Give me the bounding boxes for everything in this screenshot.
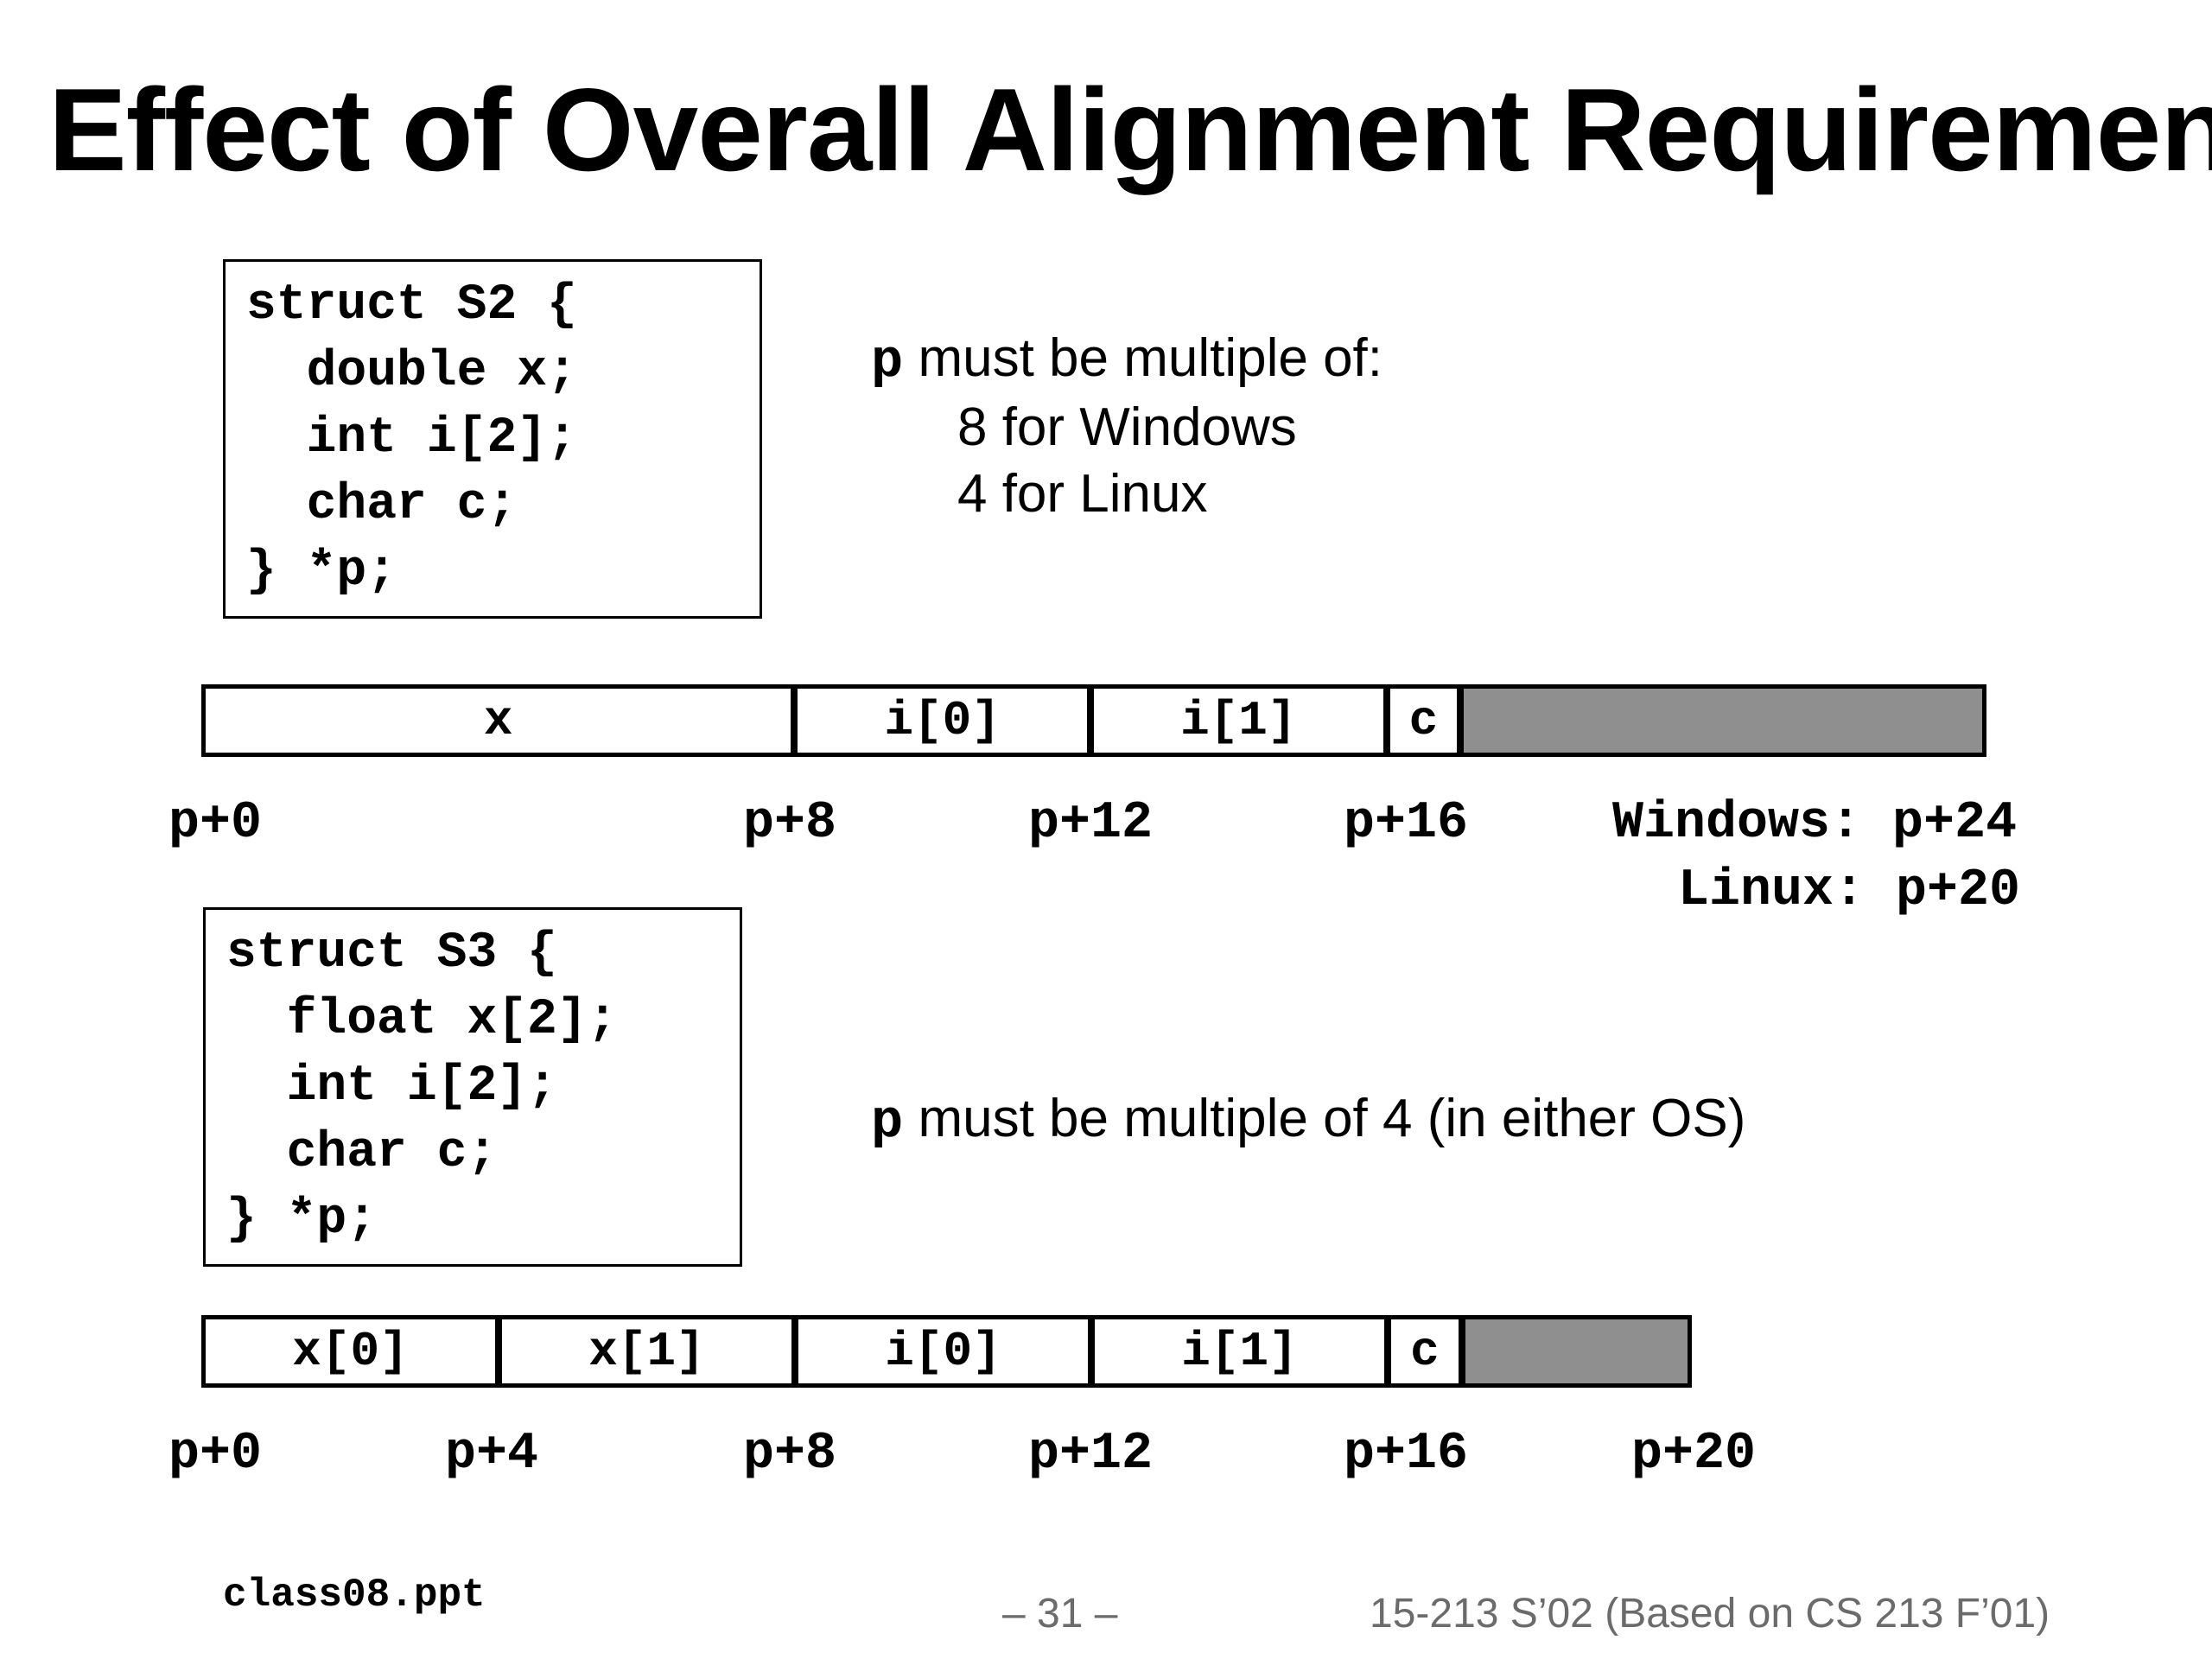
s2-offset-16: p+16 bbox=[1344, 794, 1469, 853]
s2-end-linux: Linux: p+20 bbox=[1678, 861, 2021, 920]
s3-offset-4: p+4 bbox=[445, 1425, 539, 1484]
s2-code-line: double x; bbox=[246, 344, 577, 400]
s2-code-line: int i[2]; bbox=[246, 410, 577, 467]
s2-field-cell: i[1] bbox=[1093, 689, 1390, 753]
s2-offset-8: p+8 bbox=[743, 794, 837, 853]
s3-field-cell: i[1] bbox=[1095, 1319, 1391, 1383]
s2-note: p must be multiple of: bbox=[871, 324, 1382, 397]
s2-note-linux: 4 for Linux bbox=[957, 464, 1208, 524]
s2-offset-12: p+12 bbox=[1028, 794, 1154, 853]
slide-title: Effect of Overall Alignment Requirement bbox=[48, 64, 2212, 195]
s2-code-line: char c; bbox=[246, 477, 518, 533]
s3-note-var: p bbox=[871, 1091, 904, 1153]
s2-note-var: p bbox=[871, 331, 904, 392]
s3-code-line: } *p; bbox=[226, 1192, 378, 1248]
s2-note-text: must be multiple of: bbox=[903, 328, 1383, 388]
s3-code-line: float x[2]; bbox=[226, 992, 618, 1048]
s3-memory-layout: x[0]x[1]i[0]i[1]c bbox=[201, 1315, 1692, 1388]
s3-offset-20: p+20 bbox=[1631, 1425, 1757, 1484]
s2-field-cell: c bbox=[1389, 689, 1465, 753]
s2-code-line: struct S2 { bbox=[246, 277, 577, 334]
s3-code-line: struct S3 { bbox=[226, 925, 557, 982]
s2-field-cell: i[0] bbox=[798, 689, 1094, 753]
s3-offset-16: p+16 bbox=[1344, 1425, 1469, 1484]
footer-filename: class08.ppt bbox=[223, 1573, 486, 1618]
s3-field-cell: c bbox=[1391, 1319, 1465, 1383]
s3-offset-8: p+8 bbox=[743, 1425, 837, 1484]
s3-offset-12: p+12 bbox=[1028, 1425, 1154, 1484]
s3-code-line: char c; bbox=[226, 1125, 498, 1181]
s3-code-box: struct S3 { float x[2]; int i[2]; char c… bbox=[203, 907, 742, 1267]
s3-field-cell: i[0] bbox=[798, 1319, 1095, 1383]
footer-course: 15-213 S’02 (Based on CS 213 F’01) bbox=[1370, 1591, 2050, 1637]
s3-code-line: int i[2]; bbox=[226, 1058, 557, 1115]
s3-note: p must be multiple of 4 (in either OS) bbox=[871, 1084, 1745, 1157]
s2-padding-cell bbox=[1464, 689, 1982, 753]
footer-page-number: – 31 – bbox=[1002, 1591, 1118, 1637]
s2-field-cell: x bbox=[206, 689, 798, 753]
s3-note-text: must be multiple of 4 (in either OS) bbox=[903, 1089, 1746, 1148]
s2-end-windows: Windows: p+24 bbox=[1612, 794, 2018, 853]
s3-offset-0: p+0 bbox=[168, 1425, 263, 1484]
s2-note-windows: 8 for Windows bbox=[957, 397, 1297, 457]
s2-code-box: struct S2 { double x; int i[2]; char c; … bbox=[223, 259, 762, 619]
s3-padding-cell bbox=[1465, 1319, 1688, 1383]
s2-code-line: } *p; bbox=[246, 543, 397, 600]
s2-offset-0: p+0 bbox=[168, 794, 263, 853]
s3-field-cell: x[0] bbox=[206, 1319, 502, 1383]
s3-field-cell: x[1] bbox=[502, 1319, 798, 1383]
